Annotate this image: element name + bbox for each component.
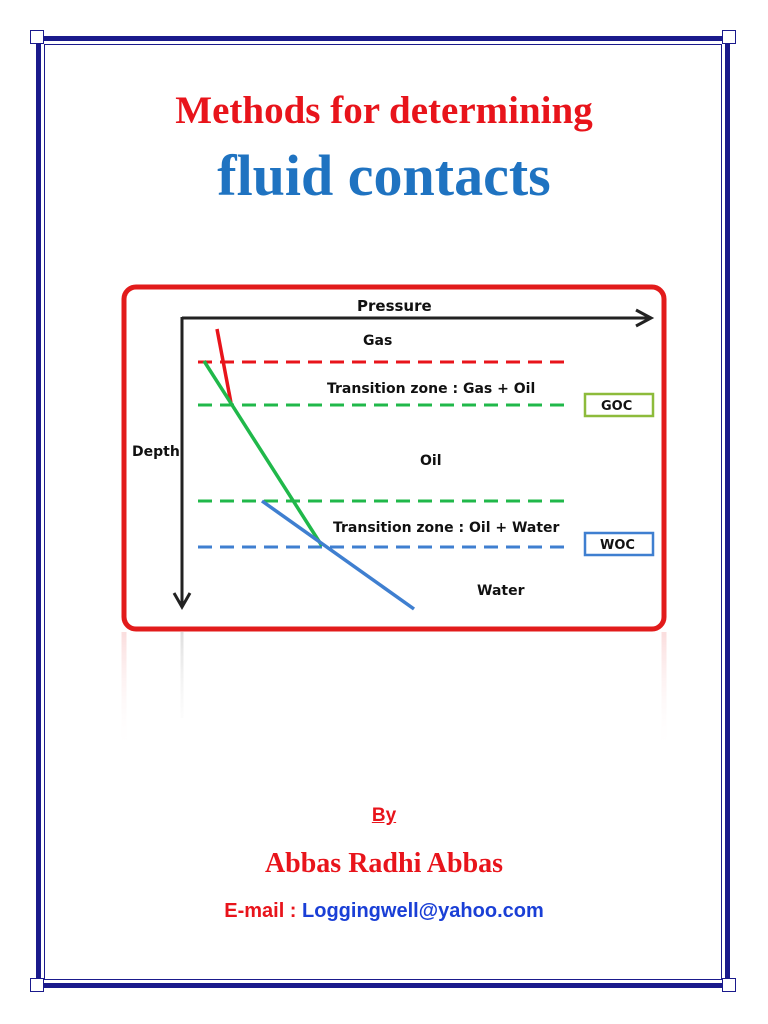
woc-box [583,531,655,557]
corner-ornament-top-right [722,30,736,44]
pressure-axis-arrow [635,308,655,328]
author-name: Abbas Radhi Abbas [264,848,504,879]
author-email: E-mail : Loggingwell@yahoo.com [0,900,768,923]
gas-gradient-line [215,328,233,404]
byline-by: By [371,805,397,826]
water-gradient-line [260,499,416,611]
gas-zone-label: Gas [363,333,392,349]
woc-label: WOC [600,538,635,553]
transition-gas-oil-label: Transition zone : Gas + Oil [327,381,535,397]
corner-ornament-top-left [30,30,44,44]
depth-axis-arrow [172,592,192,611]
pressure-label: Pressure [357,297,432,315]
oil-gradient-line [202,360,324,547]
corner-ornament-bottom-right [722,978,736,992]
transition-oil-water-label: Transition zone : Oil + Water [333,520,560,536]
page-border-inner [44,44,722,980]
goc-label: GOC [601,399,632,414]
fluid-contacts-diagram: Pressure Depth Gas Transition zone : Gas… [120,283,668,633]
reflection-fade [120,632,668,752]
email-label: E-mail : [224,900,303,922]
email-address-link[interactable]: Loggingwell@yahoo.com [302,900,544,922]
depth-label: Depth [132,444,180,460]
title-line-2: fluid contacts [217,143,551,208]
water-zone-label: Water [477,583,525,599]
corner-ornament-bottom-left [30,978,44,992]
page-border-outer [36,36,730,988]
title-line-1: Methods for determining [175,89,593,132]
diagram-frame [121,284,667,632]
oil-zone-label: Oil [420,453,442,469]
goc-box [583,392,655,418]
